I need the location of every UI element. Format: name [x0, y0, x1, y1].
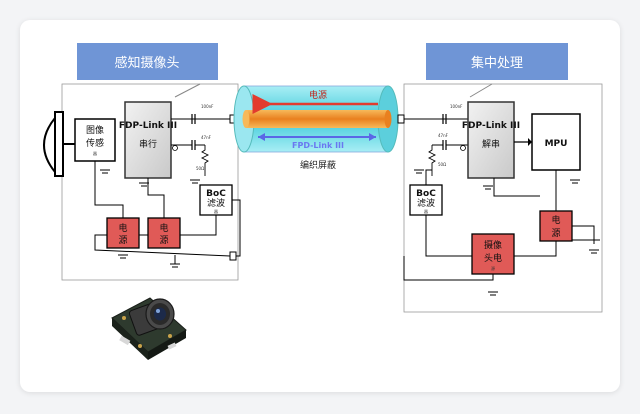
deserializer-sub: 解串: [482, 138, 500, 150]
mpu-block: MPU: [531, 113, 581, 171]
left-resistor: [200, 145, 210, 176]
left-panel-frame: [61, 83, 239, 281]
right-header-title: 集中处理: [471, 55, 523, 71]
cable-core: [246, 110, 388, 128]
camera-power-3: 源: [491, 265, 495, 271]
left-pointer-line: [174, 83, 201, 98]
left-res-value: 50Ω: [196, 166, 204, 171]
left-wiring: [94, 161, 241, 264]
camera-module-image: [111, 297, 187, 360]
right-cap1-value: 100nF: [450, 104, 463, 109]
left-header-title: 感知摄像头: [114, 55, 179, 71]
left-header-banner: [77, 43, 218, 80]
right-panel-frame: [403, 83, 603, 313]
right-res-value: 50Ω: [438, 162, 446, 167]
left-ground-symbols: [100, 169, 200, 268]
camera-power-1: 摄像: [484, 239, 502, 251]
mpu-label: MPU: [545, 139, 568, 149]
right-header-banner: [426, 43, 568, 80]
core-left-end: [242, 110, 250, 128]
left-power-block-2: 电 源: [147, 217, 181, 249]
right-connector: [397, 114, 405, 124]
serializer-sub: 串行: [139, 138, 157, 150]
right-boc-filter: BoC 滤波 器: [409, 184, 443, 216]
right-node-circle: [460, 145, 466, 151]
right-pointer-line: [469, 83, 493, 98]
des-mpu-arrowhead: [528, 138, 532, 146]
sensor-label-2: 传感: [86, 137, 104, 149]
left-power-block-1: 电 源: [106, 217, 140, 249]
left-power2-1: 电: [159, 222, 168, 234]
right-cap2-value: 47nF: [438, 133, 449, 138]
deserializer-title: FDP-Link III: [462, 121, 520, 131]
right-resistor: [427, 145, 437, 176]
core-right-end: [384, 110, 392, 128]
right-power-1: 电: [551, 214, 560, 226]
right-cap-2: [442, 140, 447, 150]
left-boc-3: 器: [214, 209, 218, 214]
right-ground-symbols: [414, 169, 599, 296]
serializer-block: FDP-Link III 串行: [119, 101, 177, 179]
left-cap-1: [191, 114, 196, 124]
left-node-circle: [172, 145, 178, 151]
camera-power-2: 头电: [484, 252, 502, 264]
left-power2-2: 源: [159, 235, 168, 246]
right-panel: 集中处理 100nF 47nF 50Ω FDP-Link III 解串 MPU: [397, 43, 603, 313]
camera-power-block: 摄像 头电 源: [471, 233, 515, 275]
image-sensor-block: 图像 传感 器: [74, 118, 116, 162]
left-connector-bottom: [229, 251, 237, 261]
left-boc-2: 滤波: [207, 197, 225, 209]
left-cap2-value: 47nF: [201, 135, 212, 140]
sensor-label-3: 器: [93, 151, 97, 156]
right-boc-1: BoC: [416, 189, 436, 199]
left-boc-1: BoC: [206, 189, 226, 199]
left-power1-1: 电: [118, 222, 127, 234]
right-cap-1: [442, 114, 447, 124]
cable-caption: 编织屏蔽: [300, 159, 336, 171]
right-power-block: 电 源: [539, 210, 573, 242]
left-boc-filter: BoC 滤波 器: [199, 184, 233, 216]
left-panel: 感知摄像头 图像 传感 器 FDP-Link III 串行 10: [43, 43, 241, 281]
left-power1-2: 源: [118, 235, 127, 246]
right-boc-2: 滤波: [417, 197, 435, 209]
coax-cable: 电源 FPD-Link III 编织屏蔽: [233, 85, 399, 171]
power-arrow-label: 电源: [309, 89, 327, 101]
serializer-title: FDP-Link III: [119, 121, 177, 131]
deserializer-block: FDP-Link III 解串: [462, 101, 520, 179]
left-cap-2: [191, 140, 196, 150]
right-boc-3: 器: [424, 209, 428, 214]
left-cap1-value: 100nF: [201, 104, 214, 109]
sensor-label-1: 图像: [86, 124, 104, 136]
right-wiring: [403, 169, 600, 281]
link-arrow-label: FPD-Link III: [292, 141, 344, 150]
right-power-2: 源: [551, 228, 560, 239]
lens-icon: [43, 111, 75, 177]
